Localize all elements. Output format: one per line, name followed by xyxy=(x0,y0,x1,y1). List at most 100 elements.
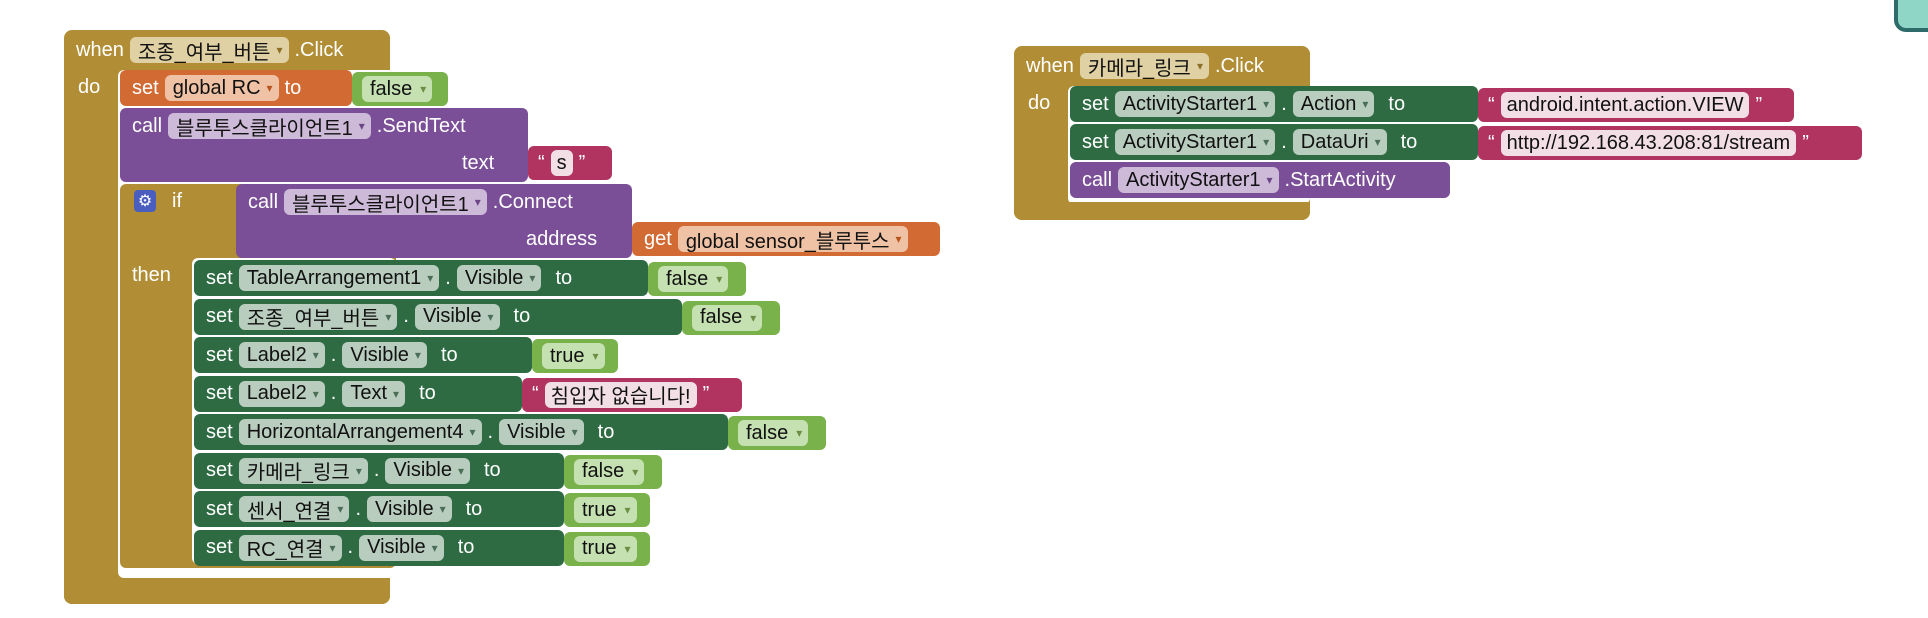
property-dropdown[interactable]: Visible▾ xyxy=(385,457,470,484)
component-dropdown[interactable]: 센서_연결▾ xyxy=(238,496,350,523)
value-row: true▾ xyxy=(536,338,605,374)
value-row: “android.intent.action.VIEW” xyxy=(1482,87,1762,123)
chevron-down-icon: ▾ xyxy=(312,348,319,362)
chevron-down-icon: ▾ xyxy=(1263,135,1270,149)
quote-close: ” xyxy=(702,383,710,405)
component-dropdown[interactable]: ActivityStarter1▾ xyxy=(1118,167,1279,193)
value-row: false▾ xyxy=(652,261,729,297)
method-name: .SendText xyxy=(376,114,466,137)
string-value[interactable]: s xyxy=(550,150,573,176)
dot-label: . xyxy=(1281,130,1287,153)
variable-dropdown[interactable]: global RC▾ xyxy=(164,75,279,101)
call-label: call xyxy=(132,114,163,137)
chevron-down-icon: ▾ xyxy=(632,464,639,479)
property-dropdown[interactable]: Visible▾ xyxy=(367,496,452,522)
string-value[interactable]: android.intent.action.VIEW xyxy=(1500,92,1750,118)
boolean-dropdown[interactable]: false▾ xyxy=(658,266,729,292)
quote-open: “ xyxy=(538,151,545,174)
component-dropdown[interactable]: 조종_여부_버튼▾ xyxy=(238,303,398,330)
to-label: to xyxy=(457,536,475,558)
chevron-down-icon: ▾ xyxy=(796,426,803,440)
text-param-label: text xyxy=(462,152,495,174)
property-dropdown[interactable]: Visible▾ xyxy=(414,303,500,330)
gear-icon[interactable]: ⚙ xyxy=(134,190,156,212)
dot-label: . xyxy=(355,497,362,520)
set-label: set xyxy=(206,497,233,520)
to-label: to xyxy=(440,343,458,366)
component-dropdown[interactable]: Label2▾ xyxy=(238,380,325,407)
property-dropdown[interactable]: Text▾ xyxy=(342,380,406,407)
event1-bottom-bar xyxy=(64,586,390,604)
boolean-dropdown[interactable]: false▾ xyxy=(574,458,645,485)
boolean-dropdown[interactable]: true▾ xyxy=(574,497,637,523)
quote-open: “ xyxy=(1488,131,1495,154)
component-dropdown[interactable]: ActivityStarter1▾ xyxy=(1114,91,1276,117)
property-dropdown[interactable]: Visible▾ xyxy=(342,342,427,368)
property-dropdown[interactable]: Visible▾ xyxy=(499,419,584,445)
boolean-dropdown[interactable]: true▾ xyxy=(574,535,637,562)
if-label: if xyxy=(172,190,182,212)
event2-header: when 카메라_링크▾ .Click xyxy=(1016,48,1264,84)
do-label: do xyxy=(78,76,101,98)
component-dropdown[interactable]: Label2▾ xyxy=(238,342,325,368)
value-row: “침입자 없습니다!” xyxy=(526,377,709,413)
component-dropdown[interactable]: HorizontalArrangement4▾ xyxy=(238,419,482,445)
component-dropdown[interactable]: 카메라_링크▾ xyxy=(1079,53,1209,80)
boolean-dropdown[interactable]: false▾ xyxy=(692,304,763,331)
set-label: set xyxy=(206,343,233,366)
dot-label: . xyxy=(445,266,451,289)
backpack-icon[interactable] xyxy=(1894,0,1928,32)
boolean-dropdown[interactable]: false▾ xyxy=(738,420,809,446)
component-dropdown[interactable]: 블루투스클라이언트1▾ xyxy=(168,113,371,140)
chevron-down-icon: ▾ xyxy=(1266,173,1273,187)
value-row: true▾ xyxy=(568,531,637,567)
set-label: set xyxy=(132,76,159,99)
component-dropdown[interactable]: ActivityStarter1▾ xyxy=(1114,129,1276,155)
chevron-down-icon: ▾ xyxy=(624,503,631,517)
set-label: set xyxy=(206,536,233,558)
call-label: call xyxy=(1082,168,1113,191)
chevron-down-icon: ▾ xyxy=(266,81,273,95)
quote-open: “ xyxy=(1488,93,1495,116)
false-row: false▾ xyxy=(356,71,433,107)
string-value[interactable]: http://192.168.43.208:81/stream xyxy=(1500,130,1797,156)
chevron-down-icon: ▾ xyxy=(529,271,536,285)
property-dropdown[interactable]: DataUri▾ xyxy=(1292,129,1387,155)
chevron-down-icon: ▾ xyxy=(439,502,446,516)
chevron-down-icon: ▾ xyxy=(487,309,494,324)
property-dropdown[interactable]: Action▾ xyxy=(1292,91,1375,117)
boolean-dropdown[interactable]: true▾ xyxy=(542,343,605,369)
property-dropdown[interactable]: Visible▾ xyxy=(359,534,444,561)
set-label: set xyxy=(1082,92,1109,115)
component-dropdown[interactable]: TableArrangement1▾ xyxy=(238,265,440,291)
component-dropdown[interactable]: 블루투스클라이언트1▾ xyxy=(284,189,487,216)
boolean-dropdown[interactable]: false▾ xyxy=(362,76,433,102)
value-row: false▾ xyxy=(568,454,645,490)
variable-dropdown[interactable]: global sensor_블루투스▾ xyxy=(677,226,908,253)
to-label: to xyxy=(1388,92,1406,115)
to-label: to xyxy=(484,459,501,481)
component-dropdown[interactable]: RC_연결▾ xyxy=(238,534,342,561)
component-dropdown[interactable]: 카메라_링크▾ xyxy=(238,457,368,484)
quote-close: ” xyxy=(1802,131,1809,154)
chevron-down-icon: ▾ xyxy=(393,386,400,401)
to-label: to xyxy=(597,420,615,443)
string-value[interactable]: 침입자 없습니다! xyxy=(544,381,697,408)
quote-open: “ xyxy=(532,383,539,405)
property-dropdown[interactable]: Visible▾ xyxy=(456,265,542,291)
chevron-down-icon: ▾ xyxy=(571,425,578,439)
chevron-down-icon: ▾ xyxy=(1362,97,1369,111)
chevron-down-icon: ▾ xyxy=(457,463,464,478)
event1-header: when 조종_여부_버튼▾ .Click xyxy=(66,32,343,68)
chevron-down-icon: ▾ xyxy=(337,502,344,516)
component-dropdown[interactable]: 조종_여부_버튼▾ xyxy=(129,37,289,64)
chevron-down-icon: ▾ xyxy=(469,425,476,439)
